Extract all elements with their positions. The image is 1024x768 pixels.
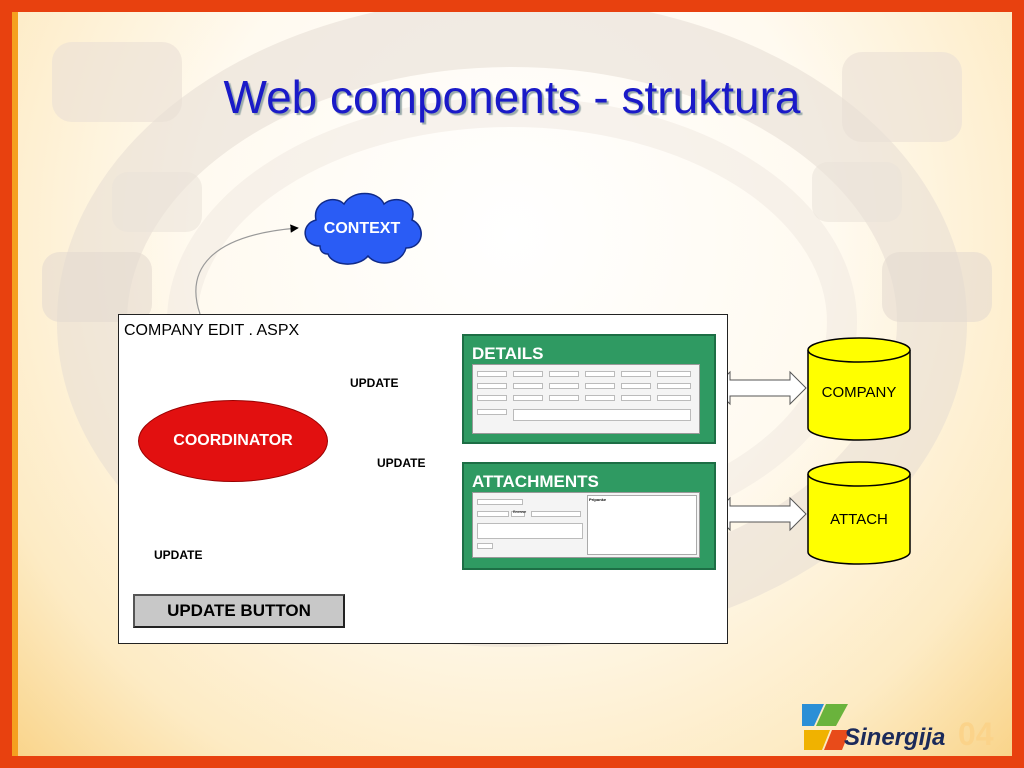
coordinator-node: COORDINATOR xyxy=(138,400,328,482)
context-connector xyxy=(195,224,299,315)
company-database-label: COMPANY xyxy=(821,384,897,401)
attachments-browse-mock: Browse xyxy=(513,509,527,514)
attach-double-arrow xyxy=(713,496,807,532)
company-database-icon xyxy=(807,337,911,441)
update-label-details: UPDATE xyxy=(350,376,399,390)
update-label-button: UPDATE xyxy=(154,548,203,562)
mock-field xyxy=(477,371,507,377)
attachments-list-header: Priponke xyxy=(589,497,607,502)
details-title: DETAILS xyxy=(472,344,544,363)
slide-title: Web components - struktura xyxy=(223,71,801,123)
mock-field xyxy=(477,499,523,505)
sinergija-logo-text: Sinergija xyxy=(844,724,946,751)
attachments-list-mock: Priponke xyxy=(587,495,697,555)
attachments-form-mock: Priponke Browse xyxy=(472,492,700,558)
sinergija-logo-suffix: 04 xyxy=(958,716,994,752)
context-label: CONTEXT xyxy=(323,220,401,237)
update-button[interactable]: UPDATE BUTTON xyxy=(133,594,345,628)
sinergija-logo: Sinergija 04 xyxy=(800,700,1012,756)
update-button-label: UPDATE BUTTON xyxy=(167,601,311,620)
context-cloud xyxy=(304,192,422,265)
coordinator-label: COORDINATOR xyxy=(173,432,293,449)
company-double-arrow xyxy=(713,370,807,406)
details-form-mock xyxy=(472,364,700,434)
aspx-label: COMPANY EDIT . ASPX xyxy=(124,322,300,339)
attachments-title: ATTACHMENTS xyxy=(472,472,599,491)
details-panel: DETAILS xyxy=(462,334,716,444)
attachments-panel: ATTACHMENTS Priponke Browse xyxy=(462,462,716,570)
attach-database-icon xyxy=(807,461,911,565)
sinergija-logo-icon xyxy=(802,704,850,750)
update-label-attachments: UPDATE xyxy=(377,456,426,470)
attach-database-label: ATTACH xyxy=(830,511,888,528)
